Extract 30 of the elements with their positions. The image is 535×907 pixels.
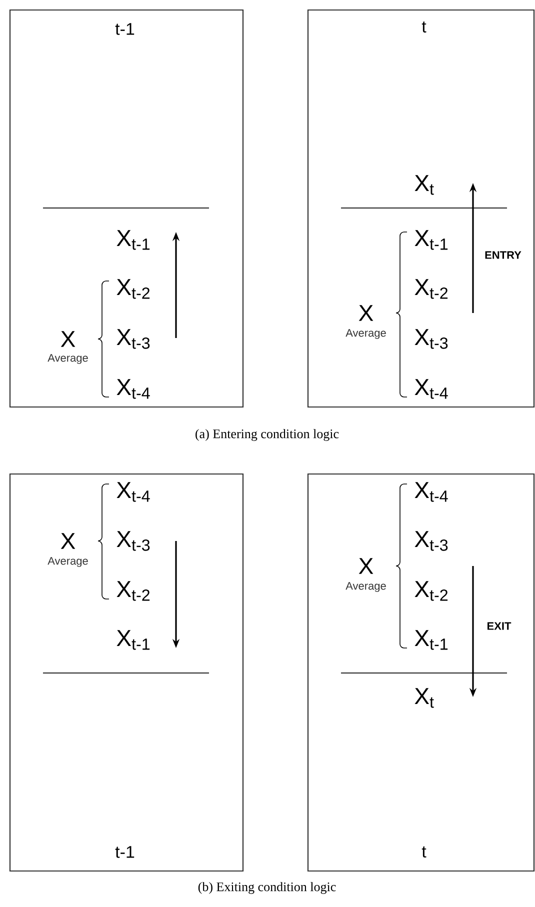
- series-point: X$_{t-4}$: [414, 379, 448, 399]
- caption: (a) Entering condition logic: [196, 429, 339, 441]
- series-point: X$_{t}$: [414, 688, 434, 708]
- average-label: Average: [48, 354, 88, 364]
- average-label: Average: [48, 557, 88, 567]
- series-point: X$_{t-1}$: [116, 230, 150, 250]
- average-point: X: [60, 331, 76, 347]
- series-point: X$_{t-2}$: [116, 279, 150, 299]
- series-point: X$_{t-1}$: [116, 630, 150, 650]
- series-point: X$_{t-4}$: [116, 482, 150, 502]
- series-point: X$_{t-2}$: [414, 279, 448, 299]
- average-label: Average: [346, 329, 386, 339]
- series-point: X$_{t-2}$: [414, 581, 448, 601]
- series-point: X$_{t-2}$: [116, 581, 150, 601]
- series-point: X$_{t-3}$: [414, 531, 448, 551]
- series-point: X$_{t-1}$: [414, 630, 448, 650]
- caption: (b) Exiting condition logic: [198, 882, 336, 894]
- average-point: X: [60, 533, 76, 549]
- series-point: X$_{t-3}$: [116, 531, 150, 551]
- arrow-label: EXIT: [488, 622, 512, 630]
- series-point: X$_{t-3}$: [414, 329, 448, 349]
- series-point: X$_{t-1}$: [414, 230, 448, 250]
- average-label: Average: [346, 582, 386, 592]
- series-point: X$_{t-4}$: [116, 379, 150, 399]
- series-point: X$_{t}$: [414, 175, 434, 195]
- arrow-label: ENTRY: [485, 251, 522, 259]
- average-point: X: [358, 305, 374, 321]
- series-point: X$_{t-4}$: [414, 482, 448, 502]
- average-point: X: [358, 558, 374, 574]
- series-point: X$_{t-3}$: [116, 329, 150, 349]
